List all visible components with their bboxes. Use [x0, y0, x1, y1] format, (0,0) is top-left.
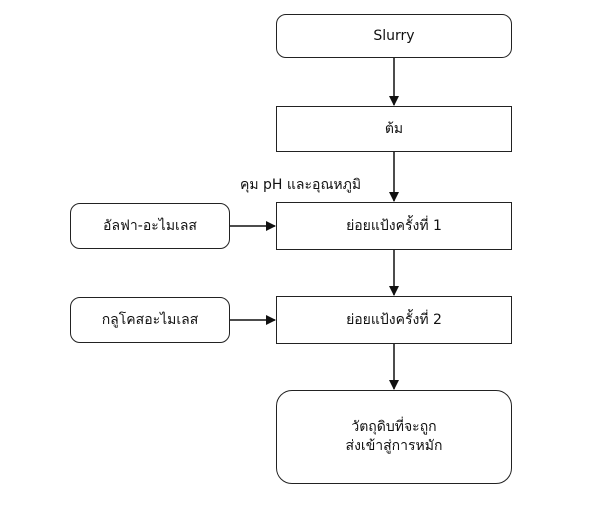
node-boil-label: ต้ม	[384, 120, 404, 137]
node-alpha-amylase-label: อัลฟา-อะไมเลส	[103, 217, 197, 234]
node-hydrolysis-1: ย่อยแป้งครั้งที่ 1	[276, 202, 512, 250]
node-hydrolysis-2-label: ย่อยแป้งครั้งที่ 2	[346, 311, 442, 328]
edge-label-control: คุม pH และอุณหภูมิ	[240, 177, 362, 193]
node-slurry: Slurry	[276, 14, 512, 58]
node-slurry-label: Slurry	[373, 27, 415, 44]
node-hydrolysis-1-label: ย่อยแป้งครั้งที่ 1	[346, 217, 442, 234]
node-alpha-amylase: อัลฟา-อะไมเลส	[70, 203, 230, 249]
node-final-label-line-1: วัตถุดิบที่จะถูก	[351, 419, 437, 436]
node-final-material: วัตถุดิบที่จะถูก ส่งเข้าสู่การหมัก	[276, 390, 512, 484]
node-hydrolysis-2: ย่อยแป้งครั้งที่ 2	[276, 296, 512, 344]
node-glucoamylase-label: กลูโคสอะไมเลส	[101, 311, 199, 328]
node-final-label-line-2: ส่งเข้าสู่การหมัก	[345, 438, 443, 454]
node-boil: ต้ม	[276, 106, 512, 152]
node-glucoamylase: กลูโคสอะไมเลส	[70, 297, 230, 343]
